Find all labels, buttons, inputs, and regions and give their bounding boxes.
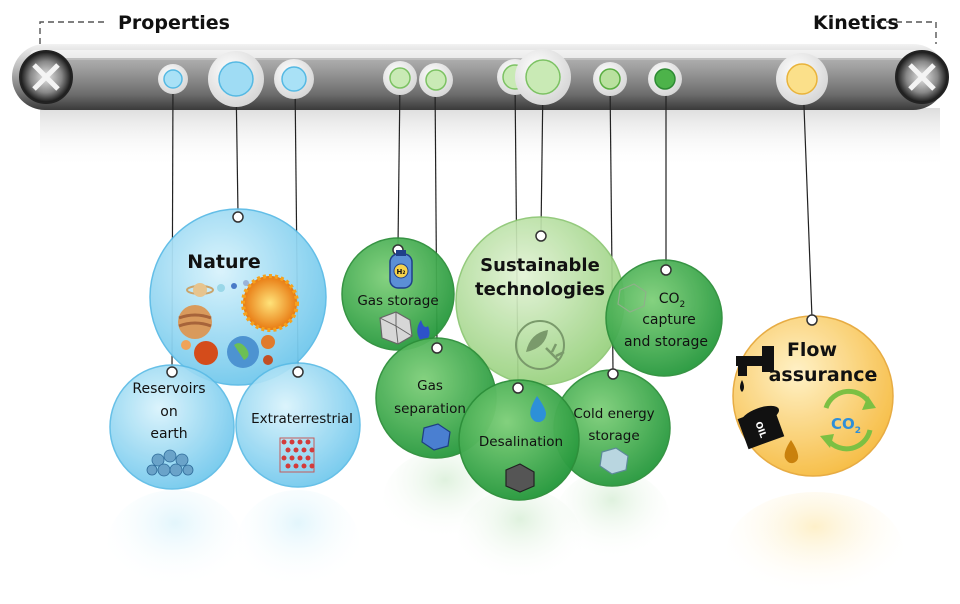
crystal-lattice-icon	[279, 437, 315, 473]
bar-shadow	[40, 108, 940, 168]
oil-drop-icon	[784, 440, 799, 464]
reservoirs-bubble: Reservoirs on earth	[109, 364, 235, 490]
co2-capture-line-3: and storage	[624, 334, 708, 350]
gas-storage-bubble: H₂ Gas storage	[341, 237, 455, 351]
left-bracket	[39, 21, 108, 44]
co2-capture-line-2: capture	[642, 312, 696, 328]
co2-recycle-label: CO2	[831, 415, 861, 436]
reservoirs-line-3: earth	[150, 426, 187, 442]
kinetics-label: Kinetics	[813, 12, 899, 34]
cold-energy-line-1: Cold energy	[573, 406, 654, 422]
nature-title: Nature	[187, 251, 261, 273]
nature-bubble: Nature	[149, 208, 327, 386]
planets-illustration	[178, 274, 299, 368]
oil-barrel-icon: OIL	[737, 405, 785, 450]
sustainable-bubble: Sustainable technologies	[455, 216, 625, 386]
h2-cylinder-icon: H₂	[389, 250, 413, 289]
h2-badge: H₂	[397, 268, 406, 276]
gas-separation-line-2: separation	[394, 401, 466, 417]
co2-recycle-icon: CO2	[820, 388, 876, 452]
ice-polyhedron-icon	[599, 447, 629, 475]
dark-polyhedron-icon	[505, 463, 535, 493]
right-bracket	[876, 21, 937, 44]
sustainable-line-2: technologies	[475, 279, 605, 300]
desalination-bubble: Desalination	[458, 379, 580, 501]
gas-separation-line-1: Gas	[417, 378, 443, 394]
flame-icon	[417, 320, 430, 340]
co2-capture-line-1: CO2	[659, 291, 686, 310]
hydrate-cluster-icon	[146, 449, 194, 477]
water-drop-icon	[530, 396, 546, 423]
reservoirs-line-1: Reservoirs	[132, 381, 205, 397]
eco-plug-icon	[515, 320, 565, 370]
co2-capture-bubble: CO2 capture and storage	[605, 259, 723, 377]
left-end-cap	[19, 50, 73, 104]
sustainable-line-1: Sustainable	[480, 255, 600, 276]
extraterrestrial-label: Extraterrestrial	[251, 411, 353, 427]
properties-label: Properties	[118, 12, 230, 34]
flow-assurance-line-2: assurance	[769, 364, 878, 386]
right-end-cap	[895, 50, 949, 104]
flow-assurance-line-1: Flow	[787, 339, 837, 361]
bar-pins	[158, 49, 828, 107]
desalination-label: Desalination	[479, 434, 563, 450]
cold-energy-line-2: storage	[588, 428, 639, 444]
reflections	[107, 450, 903, 604]
co2-cage-icon	[617, 283, 647, 313]
reservoirs-line-2: on	[160, 404, 177, 420]
flow-assurance-bubble: Flow assurance OIL CO2	[732, 314, 894, 477]
cold-energy-bubble: Cold energy storage	[553, 368, 671, 487]
blue-polyhedron-icon	[421, 423, 451, 451]
gas-storage-label: Gas storage	[357, 293, 438, 309]
faucet-icon	[736, 346, 774, 392]
extraterrestrial-bubble: Extraterrestrial	[235, 362, 361, 488]
polyhedron-icon	[379, 311, 413, 345]
